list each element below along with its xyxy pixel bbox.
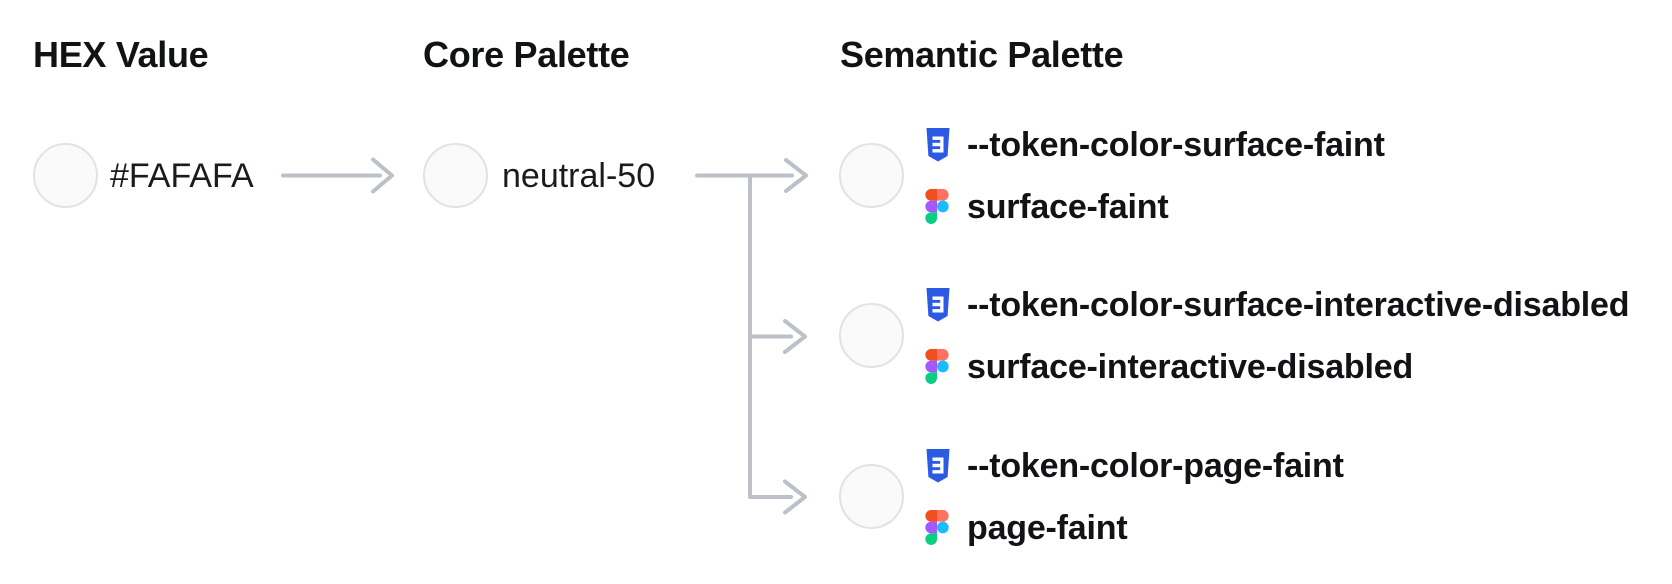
semantic-token-row: --token-color-surface-interactive-disabl… xyxy=(839,271,1672,401)
css-token-line: --token-color-surface-interactive-disabl… xyxy=(925,286,1630,324)
figma-token-label: surface-interactive-disabled xyxy=(967,347,1414,386)
css-token-line: --token-color-page-faint xyxy=(925,449,1344,483)
hex-value-label: #FAFAFA xyxy=(110,157,254,195)
css3-icon xyxy=(925,128,953,162)
figma-logo-icon xyxy=(925,349,953,384)
figma-token-label: page-faint xyxy=(967,508,1128,547)
column-header-core: Core Palette xyxy=(423,34,630,75)
figma-token-label: surface-faint xyxy=(967,187,1169,226)
semantic-token-row: --token-color-surface-faint surface-fain… xyxy=(839,111,1672,241)
figma-logo-icon xyxy=(925,510,953,545)
css-token-label: --token-color-surface-faint xyxy=(967,126,1385,164)
css-token-label: --token-color-surface-interactive-disabl… xyxy=(967,286,1630,324)
hex-color-swatch xyxy=(33,143,98,208)
figma-token-line: surface-interactive-disabled xyxy=(925,349,1413,384)
figma-token-line: surface-faint xyxy=(925,187,1169,226)
column-header-semantic: Semantic Palette xyxy=(840,34,1124,75)
connector-core-to-semantic xyxy=(695,158,808,515)
figma-logo-icon xyxy=(925,189,953,224)
css-token-line: --token-color-surface-faint xyxy=(925,128,1385,162)
css-token-label: --token-color-page-faint xyxy=(967,447,1344,485)
semantic-swatch xyxy=(839,464,904,529)
figma-token-line: page-faint xyxy=(925,508,1128,547)
semantic-swatch xyxy=(839,143,904,208)
column-header-hex: HEX Value xyxy=(33,34,209,75)
arrow-hex-to-core xyxy=(281,157,394,194)
css3-icon xyxy=(925,449,953,483)
semantic-token-row: --token-color-page-faint page-faint xyxy=(839,432,1672,562)
css3-icon xyxy=(925,288,953,322)
core-color-swatch xyxy=(423,143,488,208)
core-name-label: neutral-50 xyxy=(502,157,656,195)
semantic-swatch xyxy=(839,303,904,368)
